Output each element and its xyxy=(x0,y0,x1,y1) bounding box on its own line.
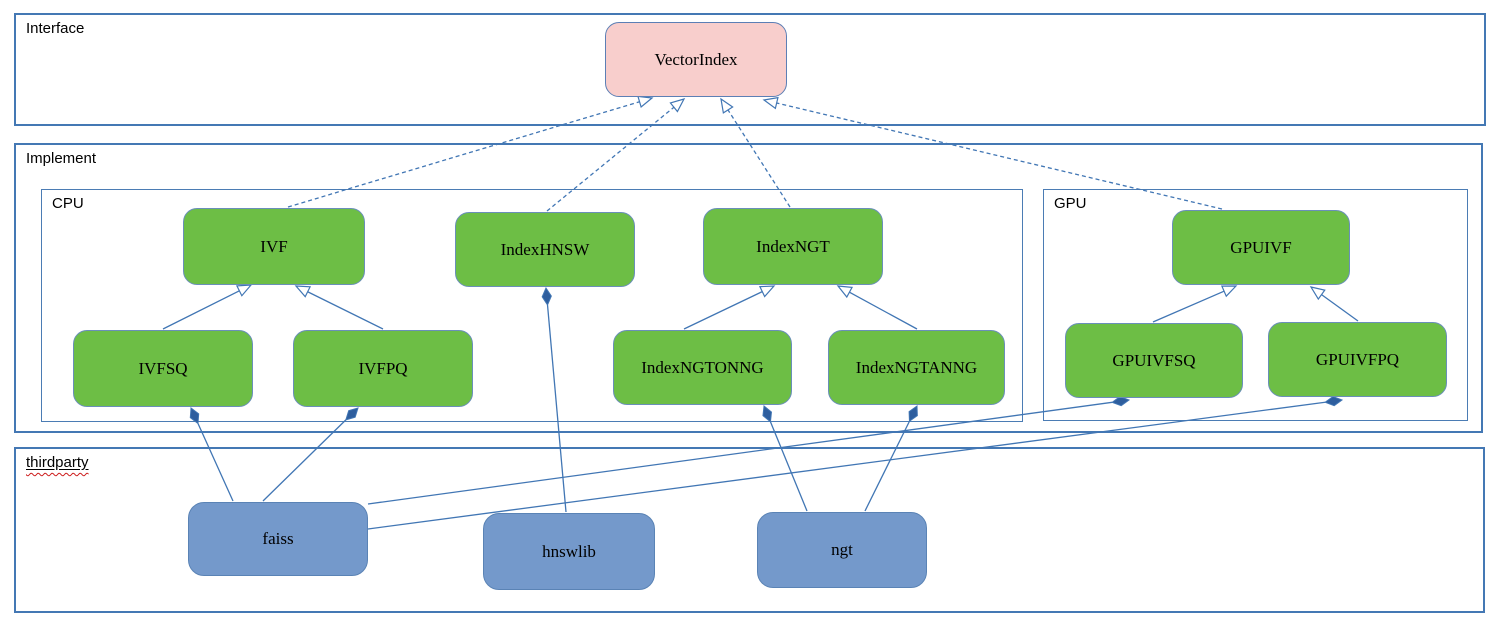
node-gpuivf[interactable]: GPUIVF xyxy=(1172,210,1350,285)
node-indexngt[interactable]: IndexNGT xyxy=(703,208,883,285)
section-interface-label: Interface xyxy=(26,20,85,37)
node-ivf-label: IVF xyxy=(260,236,288,256)
node-indexngtanng[interactable]: IndexNGTANNG xyxy=(828,330,1005,405)
node-gpuivfsq-label: GPUIVFSQ xyxy=(1112,350,1196,370)
node-faiss[interactable]: faiss xyxy=(188,502,368,576)
node-indexhnsw-label: IndexHNSW xyxy=(500,239,590,259)
node-vectorindex-label: VectorIndex xyxy=(654,49,738,69)
section-implement-label: Implement xyxy=(26,150,97,167)
node-indexngt-label: IndexNGT xyxy=(756,236,830,256)
section-cpu-label: CPU xyxy=(52,195,84,212)
node-ivfpq-label: IVFPQ xyxy=(358,358,408,378)
node-faiss-label: faiss xyxy=(262,529,294,548)
node-gpuivf-label: GPUIVF xyxy=(1230,237,1292,257)
node-gpuivfpq-label: GPUIVFPQ xyxy=(1315,349,1400,369)
node-gpuivfpq[interactable]: GPUIVFPQ xyxy=(1268,322,1447,397)
node-vectorindex[interactable]: VectorIndex xyxy=(605,22,787,97)
node-indexngtonng-label: IndexNGTONNG xyxy=(641,357,764,377)
node-indexhnsw[interactable]: IndexHNSW xyxy=(455,212,635,287)
node-hnswlib[interactable]: hnswlib xyxy=(483,513,655,590)
section-gpu-label: GPU xyxy=(1054,195,1087,212)
node-indexngtanng-label: IndexNGTANNG xyxy=(855,357,978,377)
node-ivfsq-label: IVFSQ xyxy=(138,358,188,378)
node-ivf[interactable]: IVF xyxy=(183,208,365,285)
node-ivfsq[interactable]: IVFSQ xyxy=(73,330,253,407)
node-ngt[interactable]: ngt xyxy=(757,512,927,588)
node-gpuivfsq[interactable]: GPUIVFSQ xyxy=(1065,323,1243,398)
node-ivfpq[interactable]: IVFPQ xyxy=(293,330,473,407)
node-ngt-label: ngt xyxy=(831,540,853,559)
section-thirdparty-label: thirdparty xyxy=(26,454,89,471)
node-indexngtonng[interactable]: IndexNGTONNG xyxy=(613,330,792,405)
node-hnswlib-label: hnswlib xyxy=(542,541,596,561)
